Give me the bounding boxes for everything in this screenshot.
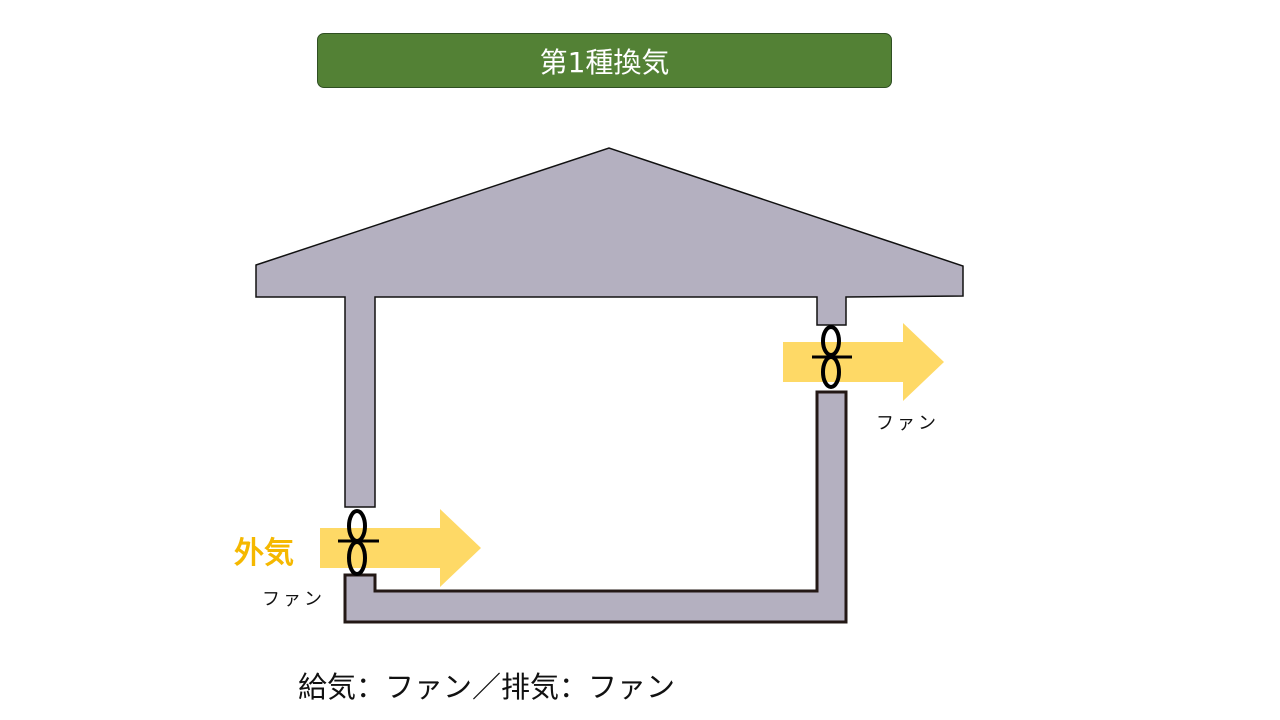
supply-fan-label: ファン [262, 589, 325, 610]
diagram-title: 第1種換気 [317, 33, 892, 88]
supply-fan-icon [338, 509, 379, 576]
exhaust-fan-icon [812, 325, 852, 389]
supply-air-arrow [320, 509, 481, 587]
house-roof-and-wall [255, 147, 964, 508]
floor-and-right-wall [343, 390, 848, 624]
ventilation-caption: 給気：ファン／排気：ファン [298, 670, 676, 704]
outside-air-label: 外気 [234, 536, 294, 571]
exhaust-air-arrow [783, 323, 944, 401]
exhaust-fan-label: ファン [876, 413, 939, 434]
